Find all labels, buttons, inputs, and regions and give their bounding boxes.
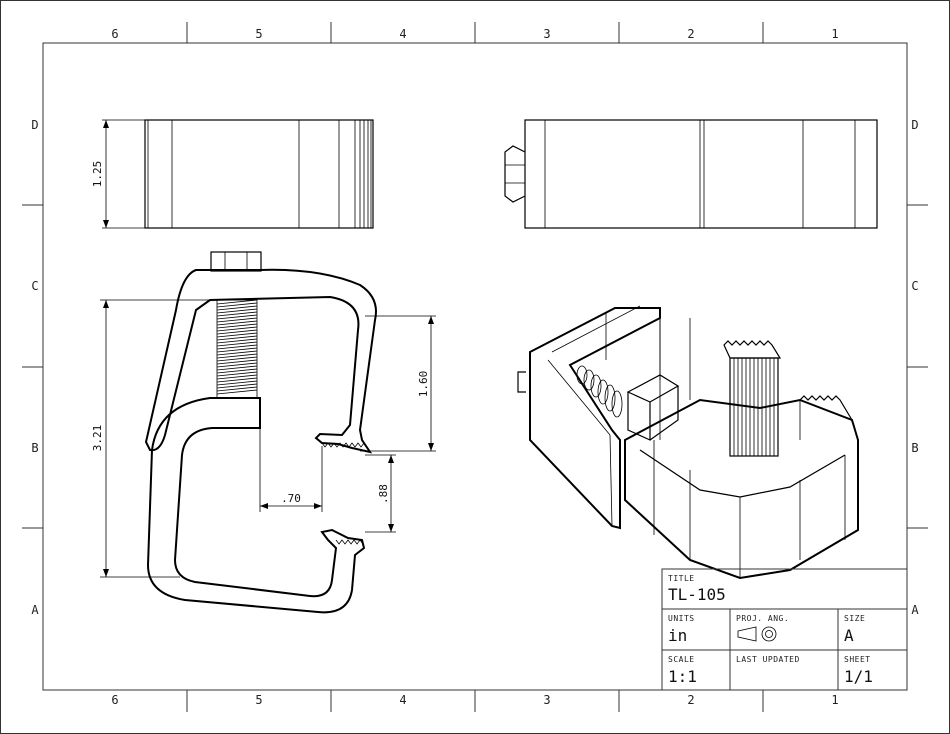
top-view	[144, 119, 374, 229]
zone-row-left-a: A	[31, 603, 39, 617]
third-angle-projection-icon	[737, 626, 777, 642]
dim-label-width: 1.25	[91, 161, 104, 188]
scale-label: SCALE	[668, 655, 695, 664]
zone-col-bottom-2: 2	[687, 693, 694, 707]
zone-row-right-c: C	[911, 279, 918, 293]
zone-row-left-c: C	[31, 279, 38, 293]
units-value: in	[668, 626, 687, 645]
dim-label-gap-h: .70	[281, 492, 301, 505]
dimension-height-overall: 3.21	[91, 299, 210, 578]
zone-col-top-6: 6	[111, 27, 118, 41]
zone-row-left-d: D	[31, 118, 38, 132]
isometric-view	[517, 305, 859, 580]
zone-col-bottom-4: 4	[399, 693, 406, 707]
dim-label-gap-v: .88	[377, 484, 390, 504]
zone-row-right-a: A	[911, 603, 919, 617]
zone-col-top-1: 1	[831, 27, 838, 41]
projection-label: PROJ. ANG.	[736, 614, 789, 623]
dimension-width-top: 1.25	[91, 119, 145, 229]
zone-row-left-b: B	[31, 441, 38, 455]
zone-col-bottom-3: 3	[543, 693, 550, 707]
zone-ticks	[22, 22, 928, 712]
zone-row-right-b: B	[911, 441, 918, 455]
zone-col-top-3: 3	[543, 27, 550, 41]
title-block: TITLE TL-105 UNITS in PROJ. ANG. SIZE A …	[661, 568, 908, 691]
side-view	[504, 119, 878, 229]
title-label: TITLE	[668, 574, 695, 583]
zone-col-bottom-1: 1	[831, 693, 838, 707]
zone-row-right-d: D	[911, 118, 918, 132]
dimension-opening-upper: 1.60	[360, 315, 436, 452]
title-value: TL-105	[668, 585, 726, 604]
zone-col-top-5: 5	[255, 27, 262, 41]
size-value: A	[844, 626, 854, 645]
zone-col-bottom-5: 5	[255, 693, 262, 707]
last-updated-label: LAST UPDATED	[736, 655, 800, 664]
dim-label-height: 3.21	[91, 425, 104, 452]
sheet-label: SHEET	[844, 655, 871, 664]
sheet-value: 1/1	[844, 667, 873, 686]
dimension-gap-horizontal: .70	[259, 428, 323, 512]
dim-label-opening: 1.60	[417, 371, 430, 398]
zone-col-top-4: 4	[399, 27, 406, 41]
units-label: UNITS	[668, 614, 695, 623]
zone-col-top-2: 2	[687, 27, 694, 41]
size-label: SIZE	[844, 614, 865, 623]
front-view	[144, 251, 377, 614]
dimension-gap-vertical: .88	[365, 454, 396, 533]
zone-col-bottom-6: 6	[111, 693, 118, 707]
scale-value: 1:1	[668, 667, 697, 686]
